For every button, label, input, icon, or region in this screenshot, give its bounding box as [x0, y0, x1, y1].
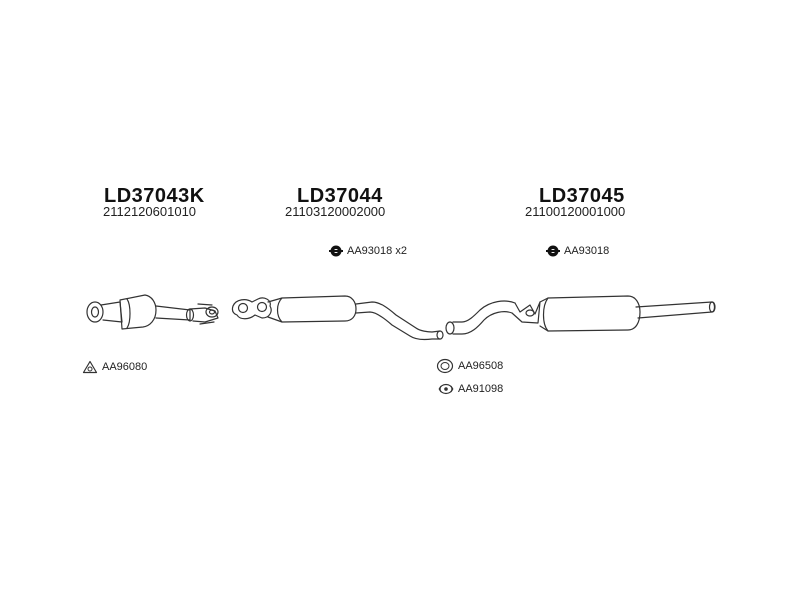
sealing-ring-icon — [436, 358, 454, 374]
section-part-number-1: 2112120601010 — [103, 204, 197, 219]
triangle-gasket-icon — [82, 360, 98, 374]
accessory-gasket-cat-label: AA96080 — [102, 361, 148, 373]
accessory-clamp-rear: AA93018 — [546, 244, 609, 258]
accessory-clamp-front: AA93018 x2 — [329, 244, 407, 258]
catalytic-converter-part — [86, 294, 219, 330]
section-part-number-2: 21103120002000 — [285, 204, 386, 219]
accessory-clamp-front-label: AA93018 x2 — [347, 245, 407, 257]
rubber-mount-icon — [546, 245, 560, 257]
section-code-2: LD37044 — [297, 185, 383, 207]
section-code-1: LD37043K — [104, 185, 205, 207]
middle-silencer-part — [231, 295, 444, 341]
section-part-number-3: 21100120001000 — [525, 204, 626, 219]
accessory-clamp-rear-label: AA93018 — [564, 245, 610, 257]
rear-silencer-part — [445, 295, 716, 335]
accessory-ring: AA96508 — [436, 358, 503, 374]
accessory-ring-label: AA96508 — [458, 360, 504, 372]
flange-clamp-icon — [438, 383, 454, 395]
section-code-3: LD37045 — [539, 185, 625, 207]
accessory-flange-label: AA91098 — [458, 383, 504, 395]
accessory-flange: AA91098 — [438, 382, 503, 396]
rubber-mount-icon — [329, 245, 343, 257]
accessory-gasket-cat: AA96080 — [82, 360, 147, 374]
